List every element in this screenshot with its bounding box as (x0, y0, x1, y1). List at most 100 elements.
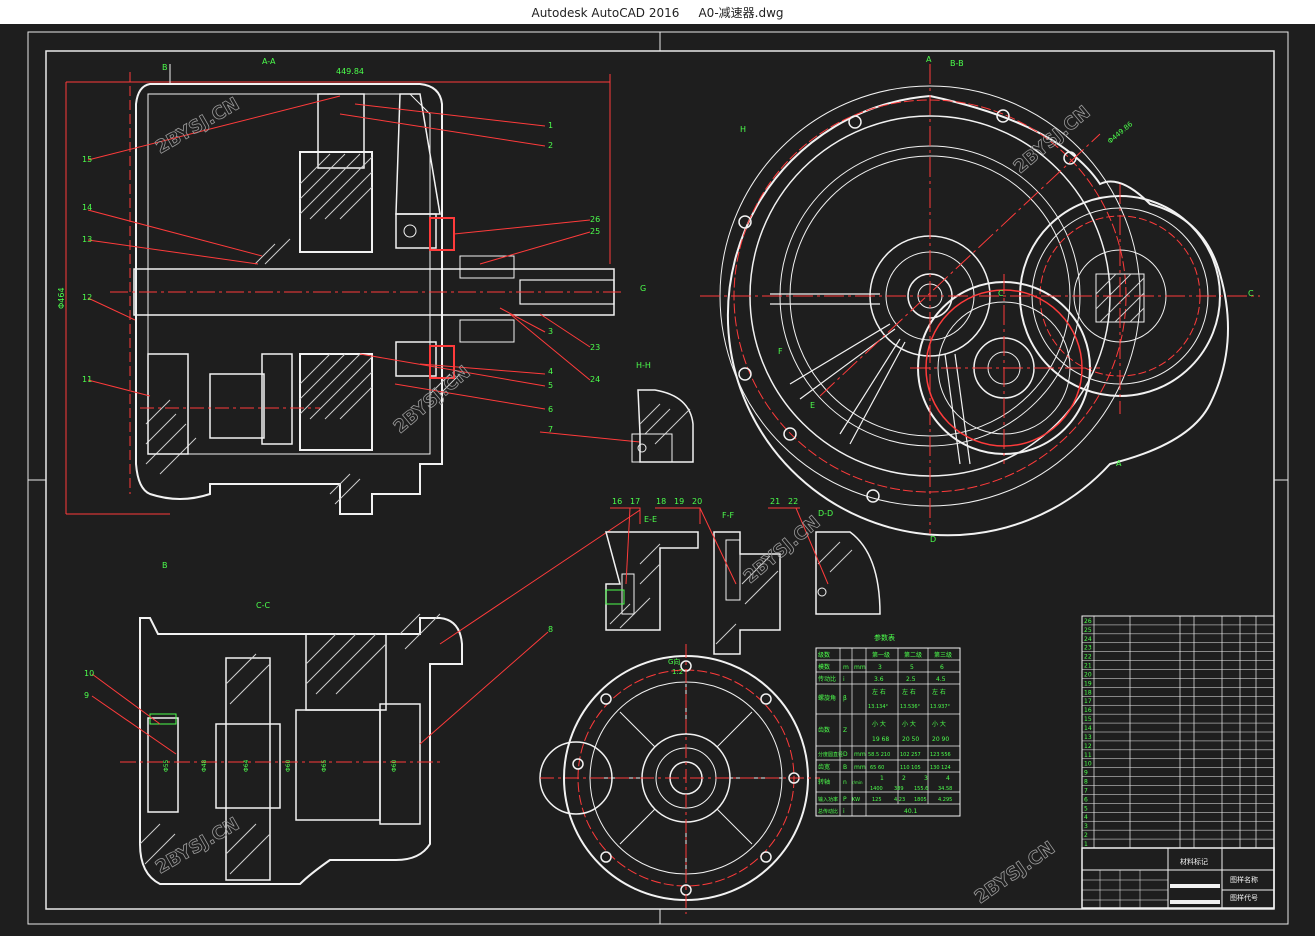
window-title: Autodesk AutoCAD 2016 A0-减速器.dwg (531, 5, 784, 20)
dim-shaft-5: Φ65 (321, 759, 328, 772)
param-cell: 20 50 (902, 736, 919, 743)
label-ee: E-E (644, 515, 657, 524)
dim-height-left: Φ464 (57, 287, 66, 309)
part-5: 5 (548, 381, 553, 390)
label-a-bottom: A (1116, 459, 1122, 468)
param-row-sym: B (843, 764, 847, 771)
param-cell: 6 (940, 664, 944, 671)
param-cell: 40.1 (904, 808, 918, 815)
dim-shaft-6: Φ60 (391, 759, 398, 772)
param-row-sym: P (843, 796, 847, 803)
param-cell: 19 68 (872, 736, 889, 743)
param-row-label: 螺旋角 (818, 694, 836, 702)
label-h-mark: H (740, 125, 746, 134)
param-row-label: 传动比 (818, 675, 836, 683)
param-header-3: 第三级 (934, 651, 952, 659)
title-block: 材料标记 图样名称 图样代号 (1081, 847, 1275, 909)
part-23: 23 (590, 343, 600, 352)
param-row-unit: r/min (852, 780, 863, 785)
param-row-unit: mm (854, 764, 866, 771)
title-drawing-code: 图样代号 (1230, 893, 1258, 902)
param-cell: 130 124 (930, 765, 951, 771)
param-cell: 左 右 (932, 688, 946, 696)
param-cell: 2.5 (906, 676, 916, 683)
param-row-sym: i (843, 808, 845, 815)
param-cell: 13.536° (900, 704, 920, 710)
param-table: 参数表 级数 第一级 第二级 第三级 模数 m mm 3 5 6 传动比 i 3… (815, 633, 961, 817)
aa-part-labels: A-A B B 449.84 Φ464 G 1 2 3 4 5 6 7 11 1… (57, 57, 646, 570)
watermark-text: 2BYSJ.CN (740, 512, 825, 588)
param-cell: 110 105 (900, 765, 921, 771)
parts-list-number: 8 (1084, 779, 1088, 786)
part-15: 15 (82, 155, 92, 164)
dim-shaft-3: Φ64 (243, 759, 250, 772)
detail-views-eefdd: E-E F-F D-D 16 17 18 19 20 21 22 (605, 497, 881, 655)
parts-list-number: 20 (1084, 671, 1092, 678)
label-c-right: C (1248, 289, 1254, 298)
part-26: 26 (590, 215, 600, 224)
param-cell: 123 556 (930, 752, 951, 758)
param-cell: 4.5 (936, 676, 946, 683)
param-cell: 20 90 (932, 736, 949, 743)
part-6: 6 (548, 405, 553, 414)
label-b-top: B (162, 63, 168, 72)
section-bb-view: A A B-B C C D H F E Φ449.86 (700, 55, 1260, 544)
part-2: 2 (548, 141, 553, 150)
param-cell: 3 (924, 775, 928, 782)
param-cell: 5 (910, 664, 914, 671)
part-1: 1 (548, 121, 553, 130)
param-cell: 13.134° (868, 704, 888, 710)
label-d-bottom: D (930, 535, 936, 544)
param-cell: 3.6 (874, 676, 884, 683)
part-13: 13 (82, 235, 92, 244)
param-row-sym: β (843, 695, 847, 702)
param-row-sym: D (843, 751, 848, 758)
parts-list-number: 1 (1084, 841, 1088, 848)
param-row-label: 分度圆直径 (818, 751, 843, 758)
parts-list-number: 18 (1084, 689, 1092, 696)
title-material-mark: 材料标记 (1180, 857, 1208, 866)
label-b-bottom: B (162, 561, 168, 570)
part-17: 17 (630, 497, 640, 506)
param-cell: 4.295 (938, 797, 952, 803)
parts-list-number: 10 (1084, 761, 1092, 768)
drawing-canvas[interactable]: A-A B B 449.84 Φ464 G 1 2 3 4 5 6 7 11 1… (0, 24, 1315, 932)
param-row-unit: mm (854, 664, 866, 671)
param-cell: 34.58 (938, 786, 952, 792)
parts-list-number: 19 (1084, 680, 1092, 687)
parts-list-number: 15 (1084, 716, 1092, 723)
watermark-text: 2BYSJ.CN (971, 838, 1059, 909)
parts-list-number: 3 (1084, 823, 1088, 830)
dim-shaft-1: Φ55 (163, 759, 170, 772)
param-cell: 左 右 (902, 688, 916, 696)
drawing-svg[interactable]: A-A B B 449.84 Φ464 G 1 2 3 4 5 6 7 11 1… (0, 24, 1315, 932)
parts-list: 2625242322212019181716151413121110987654… (1081, 615, 1275, 849)
label-ff: F-F (722, 511, 734, 520)
parts-list-number: 13 (1084, 734, 1092, 741)
param-row-label: 模数 (818, 663, 830, 671)
param-cell: 小 大 (872, 720, 886, 728)
parts-list-number: 17 (1084, 698, 1092, 705)
watermarks: 2BYSJ.CN 2BYSJ.CN 2BYSJ.CN 2BYSJ.CN 2BYS… (152, 93, 1095, 909)
watermark-text: 2BYSJ.CN (1010, 102, 1095, 178)
param-cell: 小 大 (932, 720, 946, 728)
part-4: 4 (548, 367, 553, 376)
param-cell: 4.23 (894, 797, 905, 803)
label-f-mark: F (778, 347, 783, 356)
param-cell: 58.5 210 (868, 752, 890, 758)
part-10: 10 (84, 669, 94, 678)
part-3: 3 (548, 327, 553, 336)
label-c-left: C (998, 289, 1004, 298)
param-cell: 102 257 (900, 752, 921, 758)
param-cell: 2 (902, 775, 906, 782)
section-cc-view: C-C 10 9 8 Φ55 Φ48 Φ64 Φ60 Φ65 Φ60 (84, 509, 641, 885)
parts-list-number: 4 (1084, 814, 1088, 821)
part-16: 16 (612, 497, 622, 506)
param-cell: 65 60 (870, 765, 884, 771)
title-drawing-name: 图样名称 (1230, 875, 1258, 884)
parts-list-number: 5 (1084, 805, 1088, 812)
label-hh: H-H (636, 361, 651, 370)
parts-list-number: 23 (1084, 645, 1092, 652)
parts-list-number: 12 (1084, 743, 1092, 750)
label-cc: C-C (256, 601, 270, 610)
